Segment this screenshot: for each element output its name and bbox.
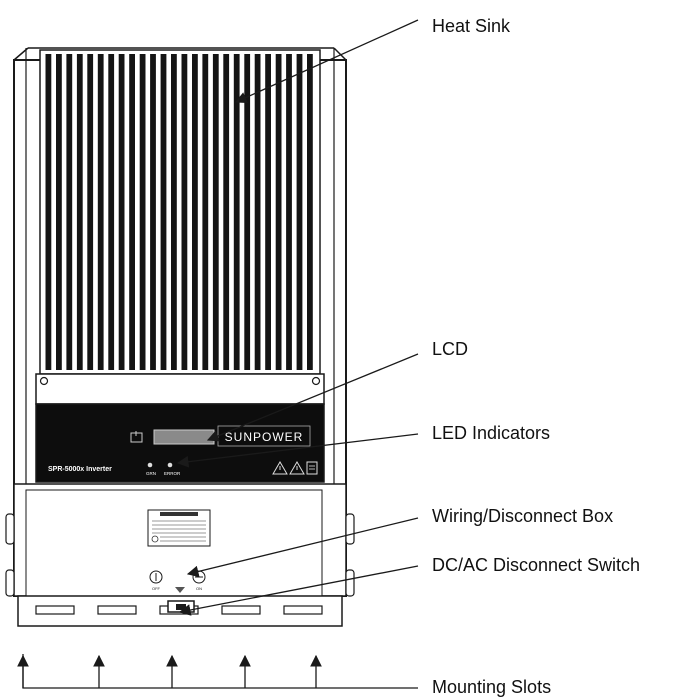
led-indicator-error	[167, 462, 173, 468]
model-label: SPR-5000x Inverter	[48, 466, 112, 473]
conduit-knockout	[5, 513, 15, 545]
heat-sink-fin	[139, 54, 146, 370]
heat-sink-label: Heat Sink	[432, 16, 511, 36]
switch-off-indicator: OFF	[149, 570, 163, 591]
mounting-slot	[35, 605, 75, 615]
heat-sink	[39, 49, 321, 375]
heat-sink-fin	[192, 54, 198, 370]
heat-sink-bracket	[35, 373, 325, 405]
heat-sink-fins	[45, 54, 313, 370]
heat-sink-fin	[150, 54, 156, 370]
heat-sink-fin	[118, 54, 125, 370]
switch-on-label: ON	[196, 586, 202, 591]
screw-icon	[311, 376, 321, 386]
heat-sink-fin	[97, 54, 104, 370]
heat-sink-fin	[171, 54, 177, 370]
heat-sink-fin	[265, 54, 271, 370]
warning-icon	[289, 461, 305, 475]
callout-labels: Heat Sink LCD LED Indicators Wiring/Disc…	[432, 16, 640, 697]
heat-sink-fin	[254, 54, 261, 370]
heat-sink-fin	[223, 54, 230, 370]
wiring-box-leader	[186, 517, 419, 578]
heat-sink-fin	[129, 54, 135, 370]
heat-sink-fin	[87, 54, 94, 370]
lcd-leader	[206, 353, 419, 442]
heat-sink-fin	[233, 54, 240, 370]
heat-sink-fin	[56, 54, 62, 370]
conduit-knockout	[5, 569, 15, 597]
heat-sink-fin	[296, 54, 303, 370]
switch-handle	[176, 604, 186, 610]
front-panel: SUNPOWER SPR-5000x Inverter GRN ERROR	[35, 403, 325, 483]
heat-sink-fin	[286, 54, 292, 370]
heat-sink-fin	[108, 54, 115, 370]
screw-icon	[39, 376, 49, 386]
switch-off-label: OFF	[152, 586, 161, 591]
mounting-slot	[221, 605, 261, 615]
led-label-green: GRN	[146, 471, 156, 476]
mounting-plate	[17, 595, 343, 627]
lcd-screen	[153, 429, 215, 445]
conduit-knockout	[345, 513, 355, 545]
disconnect-switch-leader	[178, 565, 419, 616]
heat-sink-leader	[234, 19, 419, 104]
led-label-error: ERROR	[164, 471, 181, 476]
mounting-slot	[283, 605, 323, 615]
mounting-slots-label: Mounting Slots	[432, 677, 551, 697]
chevron-down-icon	[175, 587, 185, 593]
power-icon	[130, 431, 143, 443]
heat-sink-fin	[160, 54, 167, 370]
heat-sink-fin	[212, 54, 219, 370]
heat-sink-fin	[45, 54, 52, 370]
led-indicators-label: LED Indicators	[432, 423, 550, 443]
manual-icon	[306, 461, 318, 475]
callout-leaders	[17, 19, 419, 689]
conduit-knockout	[345, 569, 355, 597]
brand-label: SUNPOWER	[225, 430, 304, 444]
heat-sink-fin	[275, 54, 282, 370]
disconnect-switch-label: DC/AC Disconnect Switch	[432, 555, 640, 575]
heat-sink-fin	[202, 54, 209, 370]
mounting-slot	[97, 605, 137, 615]
led-indicators-leader	[176, 433, 419, 468]
led-indicator-green	[147, 462, 153, 468]
heat-sink-fin	[181, 54, 188, 370]
heat-sink-fin	[307, 54, 313, 370]
wiring-disconnect-box: OFF ON	[5, 483, 355, 605]
lcd-label: LCD	[432, 339, 468, 359]
heat-sink-fin	[244, 54, 251, 370]
warning-sticker	[147, 509, 211, 547]
heat-sink-fin	[76, 54, 83, 370]
mounting-slots-leader	[22, 654, 418, 689]
heat-sink-fin	[66, 54, 73, 370]
warning-icon	[272, 461, 288, 475]
wiring-box-label: Wiring/Disconnect Box	[432, 506, 613, 526]
